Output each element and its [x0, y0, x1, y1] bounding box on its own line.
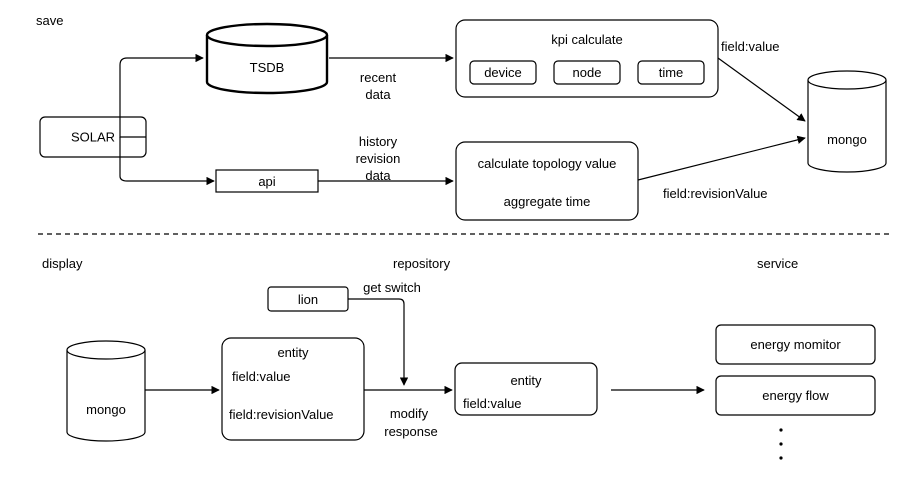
entity-target-title: entity	[510, 373, 542, 388]
edge-solar-to-api	[119, 137, 215, 186]
tsdb-label: TSDB	[250, 60, 285, 75]
energy-flow-label: energy flow	[762, 388, 829, 403]
energy-monitor-label: energy momitor	[750, 337, 841, 352]
mongo-top-label: mongo	[827, 132, 867, 147]
kpi-device-label: device	[484, 65, 522, 80]
tsdb-database[interactable]: TSDB	[205, 22, 329, 95]
section-label-repository: repository	[393, 256, 451, 271]
lion-node[interactable]: lion	[267, 286, 349, 312]
kpi-time-label: time	[659, 65, 684, 80]
kpi-node-label: node	[573, 65, 602, 80]
energy-monitor-service[interactable]: energy momitor	[715, 324, 876, 365]
edge-label-field-revision-value: field:revisionValue	[663, 186, 768, 201]
entity-node-target[interactable]: entity field:value	[454, 362, 598, 416]
calculate-topology-node[interactable]: calculate topology value aggregate time	[455, 141, 639, 221]
kpi-node-node[interactable]: node	[553, 60, 621, 85]
api-label: api	[258, 174, 275, 189]
more-services-ellipsis	[779, 428, 783, 460]
kpi-time-node[interactable]: time	[637, 60, 705, 85]
edge-label-revision: revision	[356, 151, 401, 166]
edge-label-modify: modify	[390, 406, 429, 421]
edge-lion-get-switch	[348, 298, 409, 386]
calculate-topology-label: calculate topology value	[478, 156, 617, 171]
kpi-calculate-title: kpi calculate	[551, 32, 623, 47]
api-node[interactable]: api	[215, 169, 319, 193]
edge-kpi-to-mongo	[717, 57, 806, 122]
entity-source-title: entity	[277, 345, 309, 360]
edge-label-history-data: data	[365, 168, 391, 183]
mongo-bottom-label: mongo	[86, 402, 126, 417]
mongo-database-top[interactable]: mongo	[807, 70, 887, 173]
entity-source-field-revision-value: field:revisionValue	[229, 407, 334, 422]
edge-label-field-value: field:value	[721, 39, 780, 54]
entity-node-source[interactable]: entity field:value field:revisionValue	[221, 337, 365, 441]
edge-label-recent: recent	[360, 70, 397, 85]
solar-label: SOLAR	[71, 130, 115, 145]
kpi-calculate-node[interactable]: kpi calculate	[455, 19, 719, 98]
edge-label-get-switch: get switch	[363, 280, 421, 295]
edge-label-recent-data: data	[365, 87, 391, 102]
kpi-device-node[interactable]: device	[469, 60, 537, 85]
section-label-service: service	[757, 256, 798, 271]
edge-calculate-to-mongo	[637, 135, 806, 181]
edge-label-response: response	[384, 424, 437, 439]
aggregate-time-label: aggregate time	[504, 194, 591, 209]
section-label-display: display	[42, 256, 83, 271]
lion-label: lion	[298, 292, 318, 307]
edge-solar-to-tsdb	[119, 53, 204, 138]
entity-target-field-value: field:value	[463, 396, 522, 411]
entity-source-field-value: field:value	[232, 369, 291, 384]
edge-label-history: history	[359, 134, 398, 149]
section-label-save: save	[36, 13, 63, 28]
energy-flow-service[interactable]: energy flow	[715, 375, 876, 416]
mongo-database-bottom[interactable]: mongo	[66, 340, 146, 442]
